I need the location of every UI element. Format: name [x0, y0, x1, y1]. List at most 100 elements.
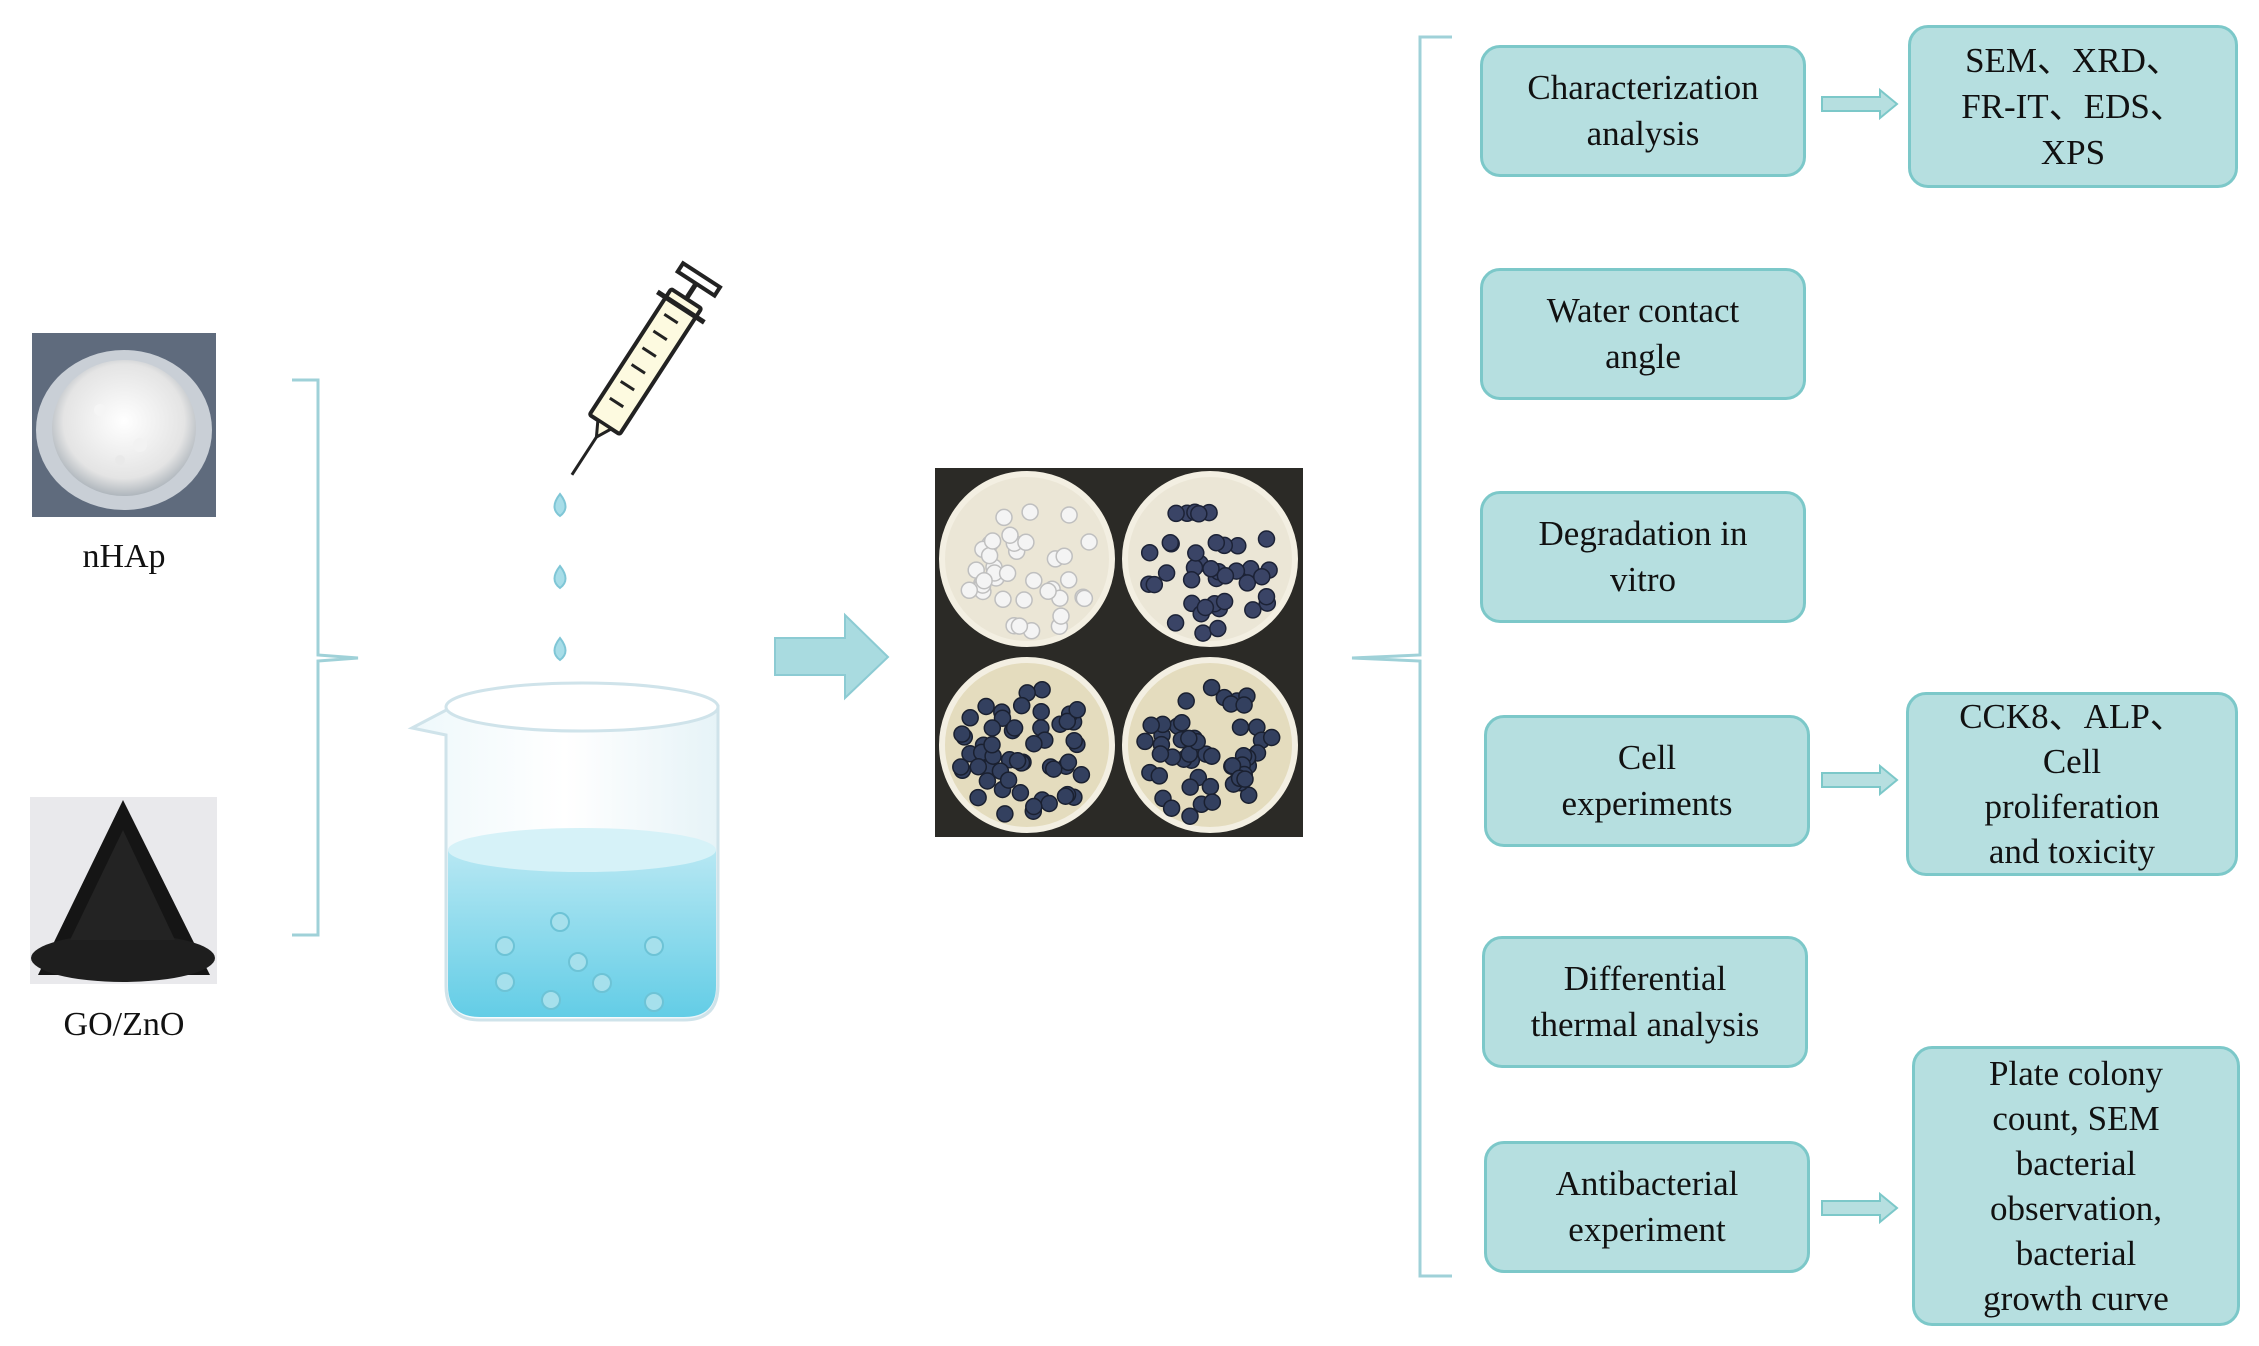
bead: [952, 758, 970, 776]
bead: [1044, 760, 1063, 778]
process-arrow: [774, 612, 890, 701]
nhap-powder-image: [32, 333, 216, 517]
bead: [1257, 530, 1276, 548]
bead: [1239, 786, 1258, 804]
bead: [961, 709, 979, 727]
bead: [1017, 533, 1035, 552]
bead: [983, 719, 1002, 737]
bead: [1181, 778, 1199, 796]
syringe-icon: [570, 260, 723, 476]
bead: [1150, 767, 1169, 785]
beaker-icon: [407, 681, 720, 1022]
bead: [1180, 729, 1198, 748]
right-bracket: [1351, 35, 1452, 1278]
droplet: [553, 564, 567, 590]
bead: [1236, 770, 1254, 788]
bead: [1039, 582, 1057, 601]
bead: [1253, 567, 1271, 586]
go-zno-powder-image: [30, 797, 217, 984]
bead: [1055, 547, 1073, 565]
bead: [1173, 713, 1191, 732]
bead: [977, 697, 995, 716]
arrow-to-antibacterial-methods: [1821, 1191, 1899, 1225]
bead: [1145, 575, 1164, 594]
bead: [969, 788, 987, 807]
bead: [1059, 753, 1078, 772]
bead: [1058, 712, 1077, 731]
nhap-label: nHAp: [82, 538, 166, 575]
bead: [1052, 607, 1070, 625]
bead: [1177, 692, 1195, 710]
bead: [1012, 696, 1031, 715]
bead: [994, 590, 1012, 609]
bead: [1215, 592, 1234, 611]
bead: [1235, 696, 1253, 714]
arrow-to-characterization-methods: [1821, 87, 1899, 121]
bead: [1005, 719, 1024, 737]
bead: [1008, 751, 1027, 770]
bead: [1136, 732, 1154, 751]
bead: [1140, 543, 1159, 562]
bead: [1202, 560, 1220, 578]
bead-dishes-photo: [935, 468, 1303, 837]
bead: [1025, 734, 1043, 753]
bead: [1021, 503, 1039, 521]
bead: [1166, 614, 1185, 632]
bead: [1032, 702, 1050, 721]
bead: [1080, 533, 1098, 551]
bead: [1011, 784, 1030, 802]
bead: [1142, 716, 1160, 735]
bead: [1157, 564, 1176, 582]
droplet: [553, 636, 567, 662]
bead: [1167, 504, 1185, 523]
arrow-to-cell-methods: [1821, 763, 1899, 797]
bead: [1065, 731, 1083, 750]
bead: [983, 736, 1001, 754]
bead: [1010, 617, 1029, 635]
bead: [980, 546, 999, 565]
bead: [1068, 701, 1086, 719]
bead: [996, 805, 1014, 823]
left-bracket: [292, 378, 359, 937]
bead: [1059, 571, 1078, 589]
bead: [960, 581, 979, 600]
bead: [1025, 797, 1043, 816]
bead: [1151, 745, 1170, 763]
bead: [1207, 533, 1226, 552]
bead: [1196, 598, 1215, 617]
bead: [1001, 526, 1019, 544]
bead: [1161, 533, 1180, 552]
beads: [495, 912, 664, 1012]
detail-characterization-methods: SEM、XRD、FR-IT、EDS、XPS: [1908, 25, 2238, 188]
bead: [1072, 766, 1091, 784]
bead: [1262, 728, 1281, 747]
bead: [1190, 505, 1208, 523]
bead: [1194, 624, 1212, 642]
bead: [1182, 571, 1201, 589]
bead: [975, 571, 993, 590]
bead: [983, 532, 1002, 550]
bead: [1060, 506, 1078, 524]
bead: [1231, 718, 1250, 736]
droplets: [553, 492, 567, 662]
bead: [1033, 680, 1051, 699]
bead: [998, 564, 1017, 583]
bead: [1015, 591, 1033, 609]
droplet: [553, 492, 567, 518]
bead: [1040, 794, 1058, 813]
bead: [1075, 589, 1094, 608]
bead: [953, 725, 971, 743]
bead: [1244, 601, 1262, 619]
bead: [1216, 567, 1235, 585]
bead: [1181, 807, 1199, 825]
bead: [1203, 747, 1221, 765]
